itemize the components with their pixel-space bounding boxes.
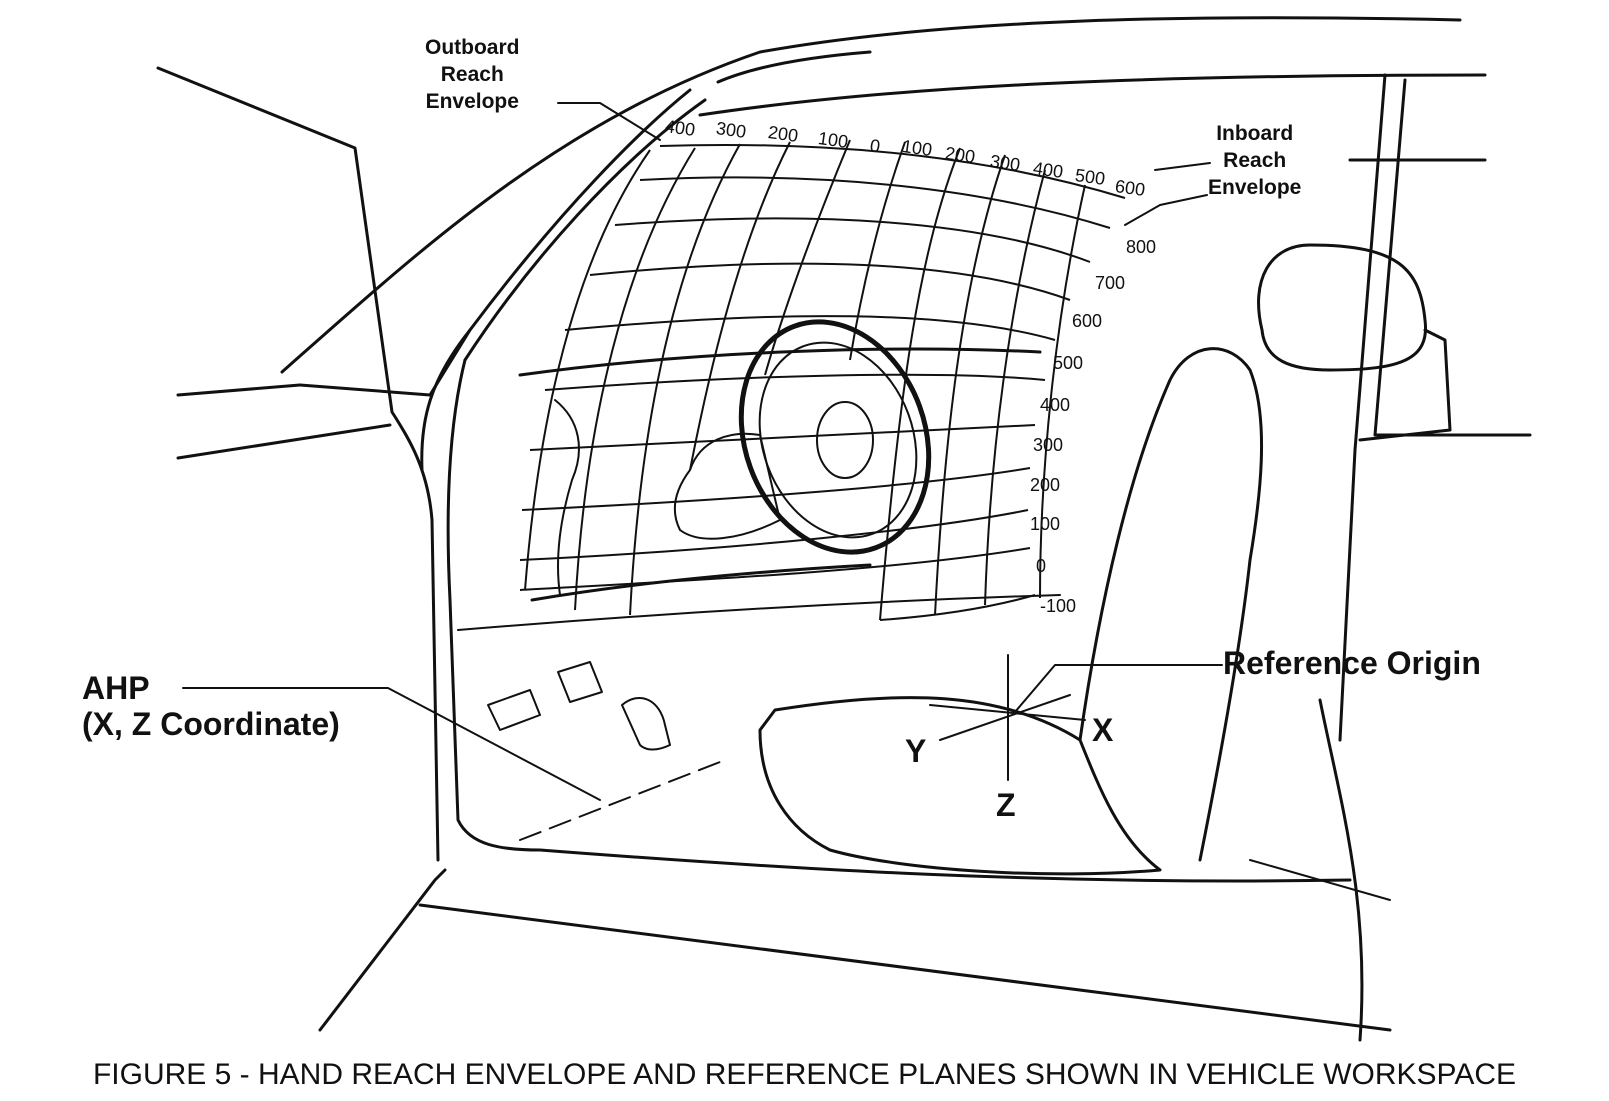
glovebox-area [554, 399, 580, 596]
windshield-header [716, 50, 872, 84]
door-frame-left [156, 66, 440, 862]
top-scale-tick: 500 [1073, 165, 1107, 189]
pedal-middle [557, 661, 603, 703]
x-axis-line [929, 704, 1086, 721]
instrument-cluster [673, 432, 781, 540]
steering-wheel-inner [758, 341, 918, 539]
dashboard-lower [530, 563, 872, 602]
side-scale-tick: 300 [1033, 435, 1064, 455]
z-axis-label: Z [996, 787, 1016, 823]
ahp-label: AHP (X, Z Coordinate) [82, 670, 340, 742]
mirror-triangle [298, 328, 472, 397]
top-scale-tick: 400 [1031, 158, 1065, 182]
inboard-leader-top [1154, 162, 1211, 171]
inboard-leader-bottom [1124, 194, 1208, 226]
y-axis-label: Y [905, 733, 927, 769]
beltline-1 [176, 383, 302, 397]
side-scale-tick: 100 [1030, 514, 1061, 534]
top-scale-tick: 200 [766, 122, 800, 146]
side-scale-tick: 400 [1040, 395, 1071, 415]
beltline-2 [176, 423, 392, 460]
steering-wheel [738, 319, 932, 555]
reference-origin-leader [1014, 664, 1223, 713]
top-scale-tick: 600 [1113, 176, 1147, 200]
pedal-right [621, 696, 671, 751]
side-scale-tick: -100 [1040, 596, 1077, 616]
figure-caption: FIGURE 5 - HAND REACH ENVELOPE AND REFER… [92, 1058, 1517, 1091]
headrest [1257, 243, 1428, 372]
ahp-dash-line [519, 761, 721, 841]
inboard-label: Inboard Reach Envelope [1208, 122, 1302, 199]
side-scale-tick: 600 [1072, 311, 1103, 331]
side-scale-tick: 800 [1126, 237, 1157, 257]
seat-cushion [758, 696, 1162, 876]
a-pillar-inner [463, 98, 707, 362]
reach-envelope-grid [519, 139, 1126, 621]
pedal-left [487, 689, 541, 731]
b-pillar [1338, 73, 1387, 742]
top-scale-tick: 300 [988, 151, 1022, 175]
floor-edge [457, 594, 1061, 631]
ahp-leader [182, 687, 601, 801]
dashboard-top [518, 347, 1042, 377]
side-scale-tick: 0 [1036, 556, 1047, 576]
outboard-label: Outboard Reach Envelope [425, 36, 520, 113]
rear-frame-lower [1318, 698, 1364, 1042]
top-scale-tick: 100 [816, 128, 850, 152]
y-axis-line [939, 694, 1071, 741]
top-scale-tick: 200 [943, 143, 977, 167]
b-pillar-inner [1373, 78, 1532, 437]
side-scale-tick: 700 [1095, 273, 1126, 293]
top-scale-tick: 400 [663, 116, 697, 140]
door-sill-left [318, 868, 447, 1032]
rocker-line [418, 903, 1392, 1032]
steering-hub [816, 401, 874, 479]
rear-seat-back [1358, 328, 1452, 442]
windshield-upper-edge [698, 73, 1487, 117]
top-scale-tick: 100 [900, 136, 934, 160]
door-opening [446, 358, 1352, 883]
floor-mat-line [1249, 859, 1391, 901]
seat-back [1078, 347, 1264, 862]
reference-origin-label: Reference Origin [1223, 645, 1481, 681]
a-pillar-outer [420, 88, 692, 472]
side-scale-tick: 200 [1030, 475, 1061, 495]
outboard-leader [557, 102, 661, 141]
top-scale-tick: 300 [714, 118, 748, 142]
side-scale-tick: 500 [1053, 353, 1084, 373]
roof-outer-line [280, 16, 1462, 374]
x-axis-label: X [1092, 712, 1114, 748]
